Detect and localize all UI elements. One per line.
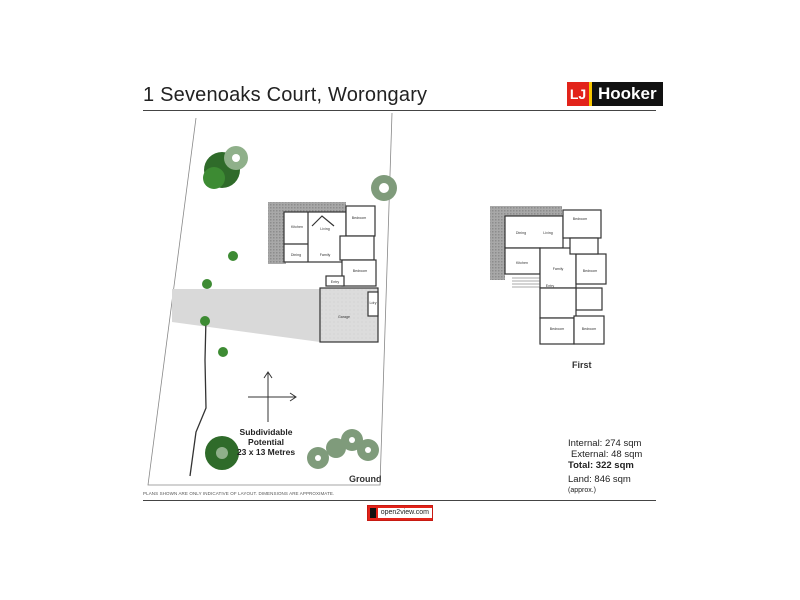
- header-divider: [143, 110, 656, 111]
- open2view-badge[interactable]: open2view.com: [367, 505, 433, 521]
- area-summary: Internal: 274 sqm External: 48 sqm Total…: [568, 438, 642, 496]
- ground-floor-label: Ground: [349, 474, 382, 484]
- tree-icon: [371, 175, 397, 201]
- first-deck: [490, 206, 505, 280]
- subdivision-line3: 23 x 13 Metres: [236, 447, 296, 457]
- first-label-dining: Dining: [516, 231, 526, 235]
- tree-cluster-icon: [307, 429, 379, 469]
- logo-lj-mark: LJ: [567, 82, 592, 106]
- compass-arrows: [248, 371, 297, 422]
- ground-label-bedroom2: Bedroom: [353, 269, 368, 273]
- lj-hooker-logo: LJ Hooker: [567, 82, 663, 106]
- ground-label-entry: Entry: [331, 280, 340, 284]
- ground-label-dining: Dining: [291, 253, 301, 257]
- first-label-living: Living: [543, 231, 552, 235]
- tree-icon: [205, 436, 239, 470]
- first-stairs: [512, 277, 540, 288]
- first-floor-house: [504, 209, 607, 345]
- first-label-entry: Entry: [546, 284, 555, 288]
- internal-area: Internal: 274 sqm: [568, 438, 642, 449]
- ground-label-family: Family: [320, 253, 331, 257]
- ground-label-kitchen: Kitchen: [291, 225, 303, 229]
- total-area: Total: 322 sqm: [568, 460, 634, 471]
- shrub-icon: [200, 251, 238, 357]
- first-label-family: Family: [553, 267, 564, 271]
- ground-label-bedroom1: Bedroom: [352, 216, 367, 220]
- external-area: External: 48 sqm: [571, 449, 643, 460]
- first-floor-label: First: [572, 360, 592, 370]
- property-address: 1 Sevenoaks Court, Worongary: [143, 84, 428, 106]
- land-area: Land: 846 sqm: [568, 474, 631, 485]
- plan-disclaimer: PLANS SHOWN ARE ONLY INDICATIVE OF LAYOU…: [143, 491, 335, 496]
- ground-label-living: Living: [320, 227, 329, 231]
- ground-label-garage: Garage: [338, 315, 350, 319]
- first-label-bedroom1: Bedroom: [573, 217, 588, 221]
- ground-floor-house: [283, 205, 379, 343]
- ground-deck: [268, 202, 286, 264]
- tree-icon: [203, 146, 248, 189]
- first-deck-top: [490, 206, 562, 218]
- first-label-bedroom2: Bedroom: [583, 269, 598, 273]
- ground-deck-top: [268, 202, 346, 214]
- ground-label-laundry: Ldry: [370, 301, 377, 305]
- open2view-text: open2view.com: [377, 508, 432, 518]
- subdivision-line2: Potential: [248, 437, 284, 447]
- first-label-bedroom4: Bedroom: [582, 327, 597, 331]
- driveway-area: [172, 289, 320, 342]
- approx-note: (approx.): [568, 487, 597, 494]
- footer-divider: [143, 500, 656, 501]
- subdivision-line1: Subdividable: [239, 427, 293, 437]
- first-label-kitchen: Kitchen: [516, 261, 528, 265]
- first-label-bedroom3: Bedroom: [550, 327, 565, 331]
- logo-hooker-text: Hooker: [592, 82, 663, 106]
- open2view-logo-icon: [370, 508, 376, 518]
- subdivision-note: Subdividable Potential 23 x 13 Metres: [226, 427, 306, 457]
